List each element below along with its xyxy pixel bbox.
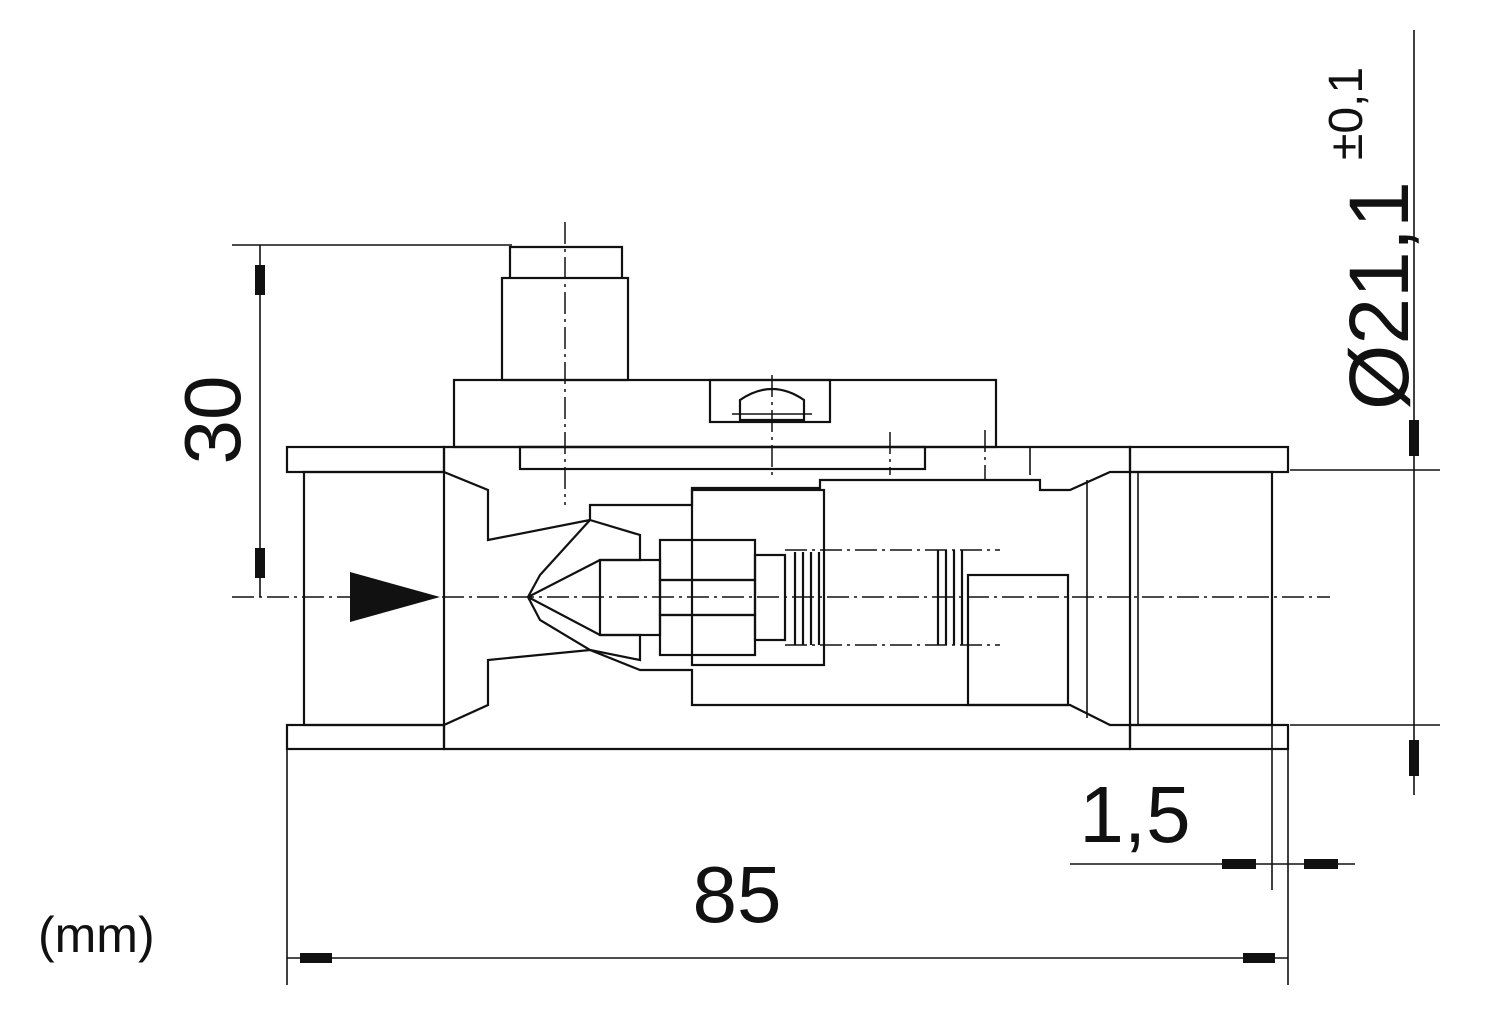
height-dimension — [232, 244, 512, 597]
length-dimension-value: 85 — [693, 850, 782, 939]
height-dimension-value: 30 — [168, 376, 257, 465]
micro-switch — [452, 375, 1031, 480]
units-label: (mm) — [38, 907, 155, 963]
wall-offset-dimension — [1070, 725, 1355, 890]
flow-direction-arrow — [350, 572, 440, 622]
spring-left — [793, 552, 821, 645]
diameter-tolerance: ±0,1 — [1320, 67, 1373, 160]
wall-offset-dimension-value: 1,5 — [1079, 770, 1190, 859]
spool-assembly — [598, 488, 1000, 667]
diameter-dimension-value: Ø21,1 — [1332, 181, 1426, 410]
connector — [500, 245, 630, 382]
spring-right — [936, 550, 964, 645]
diameter-dimension — [1290, 30, 1440, 795]
length-dimension — [286, 749, 1289, 985]
valve-body — [285, 445, 1290, 751]
